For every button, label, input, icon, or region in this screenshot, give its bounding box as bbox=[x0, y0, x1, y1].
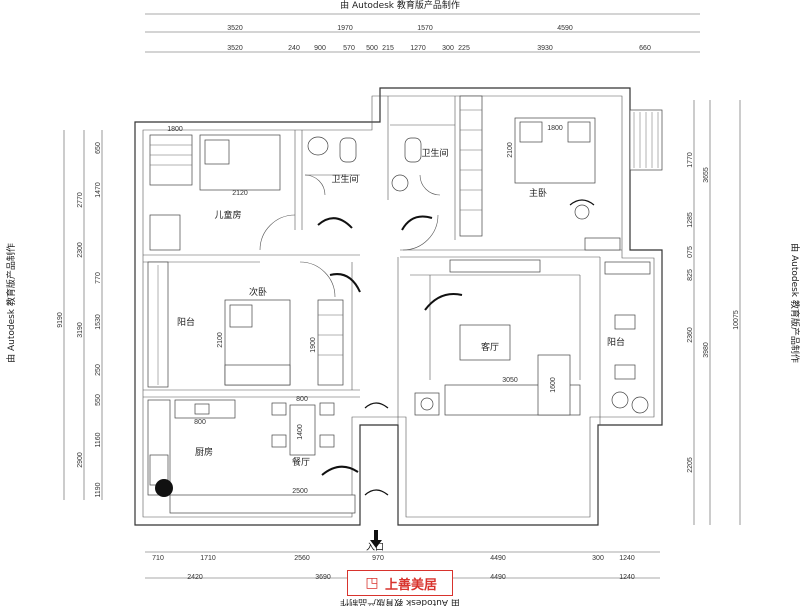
watermark-bottom: 由 Autodesk 教育版产品制作 bbox=[340, 597, 460, 606]
dim-top-inner-3: 900 bbox=[314, 45, 326, 52]
dim-left-outer-2: 2300 bbox=[77, 242, 84, 258]
dim-right-inner-4: 825 bbox=[687, 269, 694, 281]
brand-mark-icon: ◳ bbox=[365, 575, 379, 591]
dim-living-w: 3050 bbox=[502, 377, 518, 384]
dim-left-inner-4: 1530 bbox=[95, 314, 102, 330]
dim-left-outer-4: 2900 bbox=[77, 452, 84, 468]
room-label-bath-1: 卫生间 bbox=[331, 173, 358, 185]
top-dimensions: 3520 1970 1570 4590 3520 240 900 570 500… bbox=[145, 13, 700, 53]
dim-top-outer-2: 1970 bbox=[337, 25, 353, 32]
dim-bottom-inner-7: 1240 bbox=[619, 555, 635, 562]
dim-bottom-outer-3: 4490 bbox=[490, 574, 506, 581]
dim-left-inner-8: 1190 bbox=[95, 482, 102, 497]
dim-top-inner-6: 215 bbox=[382, 45, 394, 52]
dim-kids-width: 1800 bbox=[167, 126, 183, 133]
left-dimensions: 9190 2770 2300 3190 2900 650 1470 770 15… bbox=[57, 130, 103, 500]
dim-top-inner-5: 500 bbox=[366, 45, 378, 52]
dim-bottom-inner-5: 4490 bbox=[490, 555, 506, 562]
dining-furniture: 800 1400 bbox=[271, 396, 335, 456]
dim-bottom-outer-1: 2420 bbox=[187, 574, 203, 581]
room-label-bath-2: 卫生间 bbox=[421, 147, 448, 159]
dim-top-inner-7: 1270 bbox=[410, 45, 426, 52]
master-bedroom-furniture: 1800 2100 bbox=[459, 95, 621, 251]
dim-kitchen-w: 800 bbox=[194, 419, 206, 426]
dim-right-outer-1: 3655 bbox=[703, 167, 710, 183]
dim-right-inner-1: 1770 bbox=[687, 152, 694, 168]
bottom-dimensions: 710 1710 2560 970 4490 300 1240 2420 369… bbox=[145, 551, 660, 581]
room-label-master: 主卧 bbox=[529, 187, 547, 199]
dim-dining-h: 1400 bbox=[297, 424, 304, 440]
right-balcony-furniture bbox=[604, 261, 651, 414]
dim-top-inner-1: 3520 bbox=[227, 45, 243, 52]
dim-right-inner-5: 2360 bbox=[687, 327, 694, 343]
dim-top-inner-4: 570 bbox=[343, 45, 355, 52]
dim-top-inner-2: 240 bbox=[288, 45, 300, 52]
room-label-second: 次卧 bbox=[249, 286, 267, 298]
room-label-kitchen: 厨房 bbox=[195, 446, 213, 458]
dim-right-outer-2: 3980 bbox=[703, 342, 710, 358]
dim-bottom-outer-4: 1240 bbox=[619, 574, 635, 581]
dim-bottom-inner-3: 2560 bbox=[294, 555, 310, 562]
dim-top-outer-1: 3520 bbox=[227, 25, 243, 32]
left-balcony-furniture bbox=[147, 261, 169, 388]
dim-left-total: 9190 bbox=[57, 312, 64, 328]
column-marker bbox=[155, 479, 173, 497]
dim-top-inner-9: 225 bbox=[458, 45, 470, 52]
dim-left-inner-3: 770 bbox=[95, 272, 102, 284]
kids-room-furniture: 2120 1800 bbox=[149, 126, 281, 251]
right-dimensions: 10075 3655 3980 1770 1285 075 825 2360 2… bbox=[687, 100, 741, 525]
dim-bottom-outer-2: 3690 bbox=[315, 574, 331, 581]
dim-top-inner-8: 300 bbox=[442, 45, 454, 52]
living-room-furniture: 3050 1600 bbox=[410, 259, 581, 416]
dim-master-bed-h: 2100 bbox=[507, 142, 514, 158]
dim-dining-w: 800 bbox=[296, 396, 308, 403]
brand-name: 上善美居 bbox=[384, 577, 437, 593]
watermark-left: 由 Autodesk 教育版产品制作 bbox=[5, 243, 17, 363]
dim-right-inner-3: 075 bbox=[687, 246, 694, 258]
dim-second-bed-h: 2100 bbox=[217, 332, 224, 348]
dim-top-outer-4: 4590 bbox=[557, 25, 573, 32]
dim-wardrobe: 1900 bbox=[310, 337, 317, 353]
dim-bottom-inner-6: 300 bbox=[592, 555, 604, 562]
room-label-kids: 儿童房 bbox=[214, 209, 241, 221]
dim-cabinet-w: 2500 bbox=[292, 488, 308, 495]
dim-top-outer-3: 1570 bbox=[417, 25, 433, 32]
watermark-top: 由 Autodesk 教育版产品制作 bbox=[340, 0, 460, 11]
dim-kids-bed: 2120 bbox=[232, 190, 248, 197]
room-label-balcony-left: 阳台 bbox=[177, 316, 195, 328]
dim-bottom-inner-1: 710 bbox=[152, 555, 164, 562]
dim-left-outer-3: 3190 bbox=[77, 322, 84, 338]
dim-master-bed-w: 1800 bbox=[547, 125, 563, 132]
room-label-living: 客厅 bbox=[481, 341, 499, 353]
circulation-arrows bbox=[317, 199, 595, 496]
dim-sofa-h: 1600 bbox=[550, 377, 557, 393]
dim-top-inner-10: 3930 bbox=[537, 45, 553, 52]
dim-left-inner-2: 1470 bbox=[95, 182, 102, 198]
dim-left-outer-1: 2770 bbox=[77, 192, 84, 208]
walls bbox=[134, 87, 663, 526]
doors bbox=[259, 174, 441, 298]
dim-left-inner-7: 1160 bbox=[95, 432, 102, 447]
bath-1-fixtures bbox=[305, 136, 360, 176]
room-label-balcony-right: 阳台 bbox=[607, 336, 625, 348]
entry-label: 入口 bbox=[366, 543, 385, 553]
kitchen-furniture: 800 2500 bbox=[147, 399, 356, 514]
entry-arrow-icon bbox=[370, 530, 382, 548]
dim-right-inner-6: 2205 bbox=[687, 457, 694, 473]
dim-right-inner-2: 1285 bbox=[687, 212, 694, 228]
dim-top-inner-11: 660 bbox=[639, 45, 651, 52]
dim-bottom-inner-4: 970 bbox=[372, 555, 384, 562]
master-balcony bbox=[629, 109, 663, 171]
brand-logo: ◳ 上善美居 bbox=[347, 570, 453, 596]
dim-left-inner-5: 250 bbox=[95, 364, 102, 376]
room-label-dining: 餐厅 bbox=[292, 456, 310, 468]
watermark-right: 由 Autodesk 教育版产品制作 bbox=[789, 243, 800, 363]
second-bedroom-furniture: 2100 1900 bbox=[217, 299, 344, 386]
dim-right-total: 10075 bbox=[733, 310, 740, 330]
bath-2-fixtures bbox=[390, 124, 455, 192]
dim-left-inner-6: 550 bbox=[95, 394, 102, 406]
dim-left-inner-1: 650 bbox=[95, 142, 102, 154]
dim-bottom-inner-2: 1710 bbox=[200, 555, 216, 562]
